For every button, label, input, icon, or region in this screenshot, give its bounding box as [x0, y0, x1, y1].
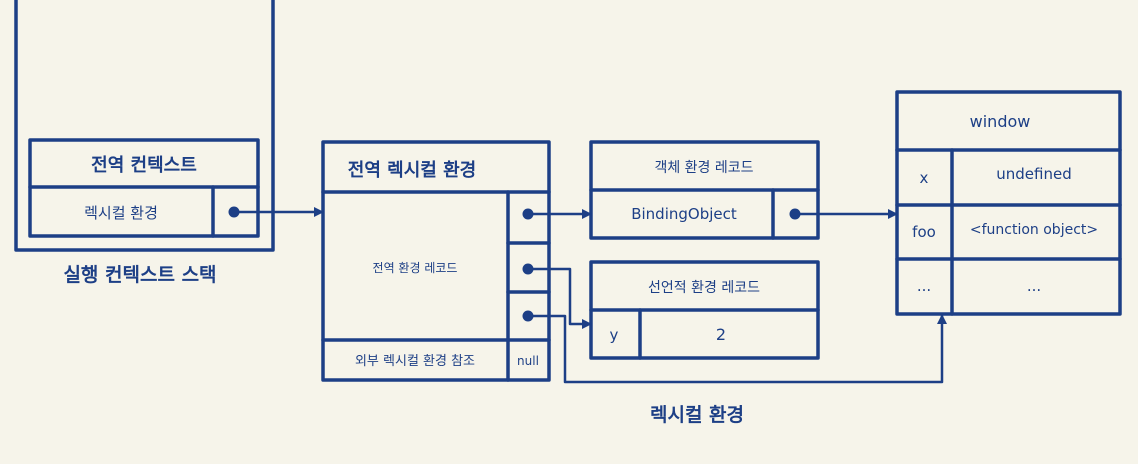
pointer-dot: [522, 263, 534, 275]
execution-context-stack-frame: [14, 0, 275, 252]
global-context-title: 전역 컨텍스트: [91, 155, 197, 176]
global-env-record-label: 전역 환경 레코드: [373, 261, 458, 275]
declarative-env-record-title: 선언적 환경 레코드: [648, 280, 760, 296]
arrow-env-record-to-window: [527, 314, 947, 384]
outer-ref-null: null: [517, 354, 539, 368]
window-key: ...: [917, 277, 931, 295]
declarative-key-y: y: [610, 326, 619, 344]
pointer-dot: [522, 208, 534, 220]
outer-ref-label: 외부 렉시컬 환경 참조: [355, 354, 475, 369]
object-env-record-title: 객체 환경 레코드: [654, 160, 753, 176]
binding-object-label: BindingObject: [631, 205, 737, 223]
arrow-env-record-to-declarative-record: [527, 267, 592, 329]
context-lexical-env-label: 렉시컬 환경: [84, 204, 158, 222]
execution-context-stack-label: 실행 컨텍스트 스택: [63, 264, 216, 286]
pointer-dot: [789, 208, 801, 220]
window-key: foo: [912, 223, 936, 241]
window-value: <function object>: [970, 222, 1098, 238]
window-title: window: [970, 112, 1031, 131]
pointer-dot: [522, 310, 534, 322]
global-lexical-env-title: 전역 렉시컬 환경: [348, 159, 476, 181]
declarative-value-2: 2: [716, 325, 726, 344]
window-object-box: [895, 90, 1122, 316]
global-lexical-env-box: [321, 140, 551, 382]
window-value: ...: [1027, 277, 1041, 295]
pointer-dot: [228, 206, 240, 218]
bottom-lexical-env-label: 렉시컬 환경: [650, 404, 744, 426]
window-value: undefined: [996, 165, 1071, 183]
window-key: x: [920, 169, 929, 187]
